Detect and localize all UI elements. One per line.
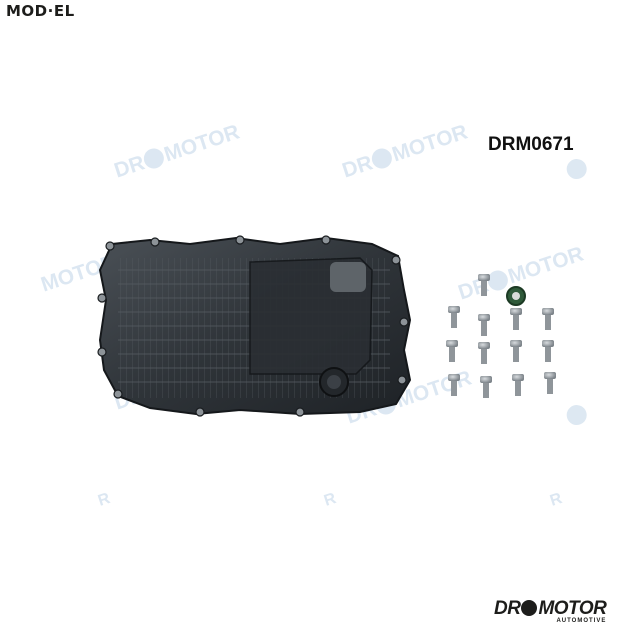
svg-text:R: R <box>96 490 113 510</box>
oil-pan <box>97 235 412 417</box>
svg-text:R: R <box>322 490 339 510</box>
brand-logo-model: MOD·EL <box>6 2 75 20</box>
bolt-set <box>446 274 556 398</box>
part-number: DRM0671 <box>488 134 574 155</box>
svg-text:R: R <box>548 490 565 510</box>
seal-ring <box>506 286 526 306</box>
